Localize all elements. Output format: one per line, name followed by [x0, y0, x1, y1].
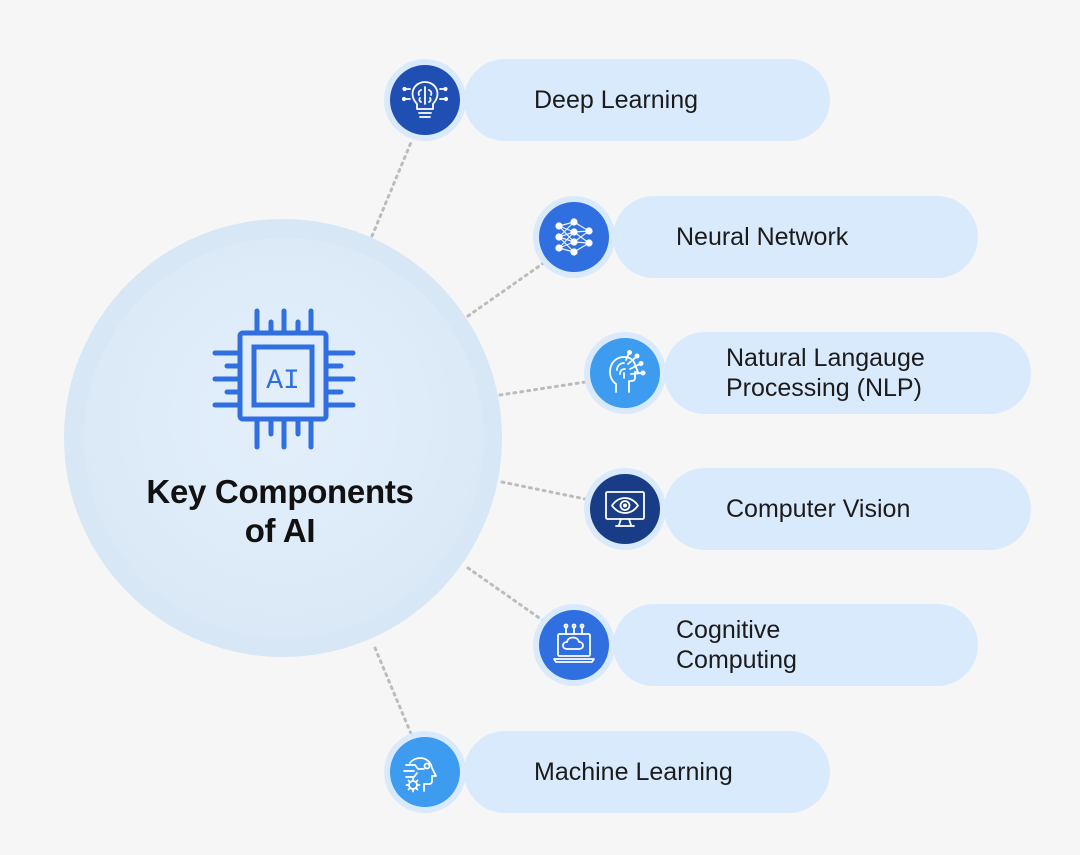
laptop-cloud-icon	[553, 623, 595, 663]
component-pill	[664, 468, 1031, 550]
component-badge	[390, 737, 460, 807]
head-gear-icon	[403, 757, 437, 793]
connector-deep-learning	[370, 138, 414, 238]
component-label: Computer Vision	[726, 495, 911, 523]
component-label: Neural Network	[676, 223, 849, 251]
component-pill	[464, 731, 830, 813]
component-pill	[613, 196, 978, 278]
monitor-eye-icon	[605, 491, 645, 527]
head-brain-icon	[609, 350, 646, 393]
component-neural-network: Neural Network	[533, 196, 978, 278]
component-pill	[464, 59, 830, 141]
ai-chip-icon: AI	[212, 308, 356, 450]
component-label: Cognitive Computing	[676, 616, 797, 674]
component-label: Deep Learning	[534, 86, 699, 114]
component-machine-learning: Machine Learning	[384, 731, 830, 813]
chip-label: AI	[266, 366, 300, 397]
component-badge	[539, 610, 609, 680]
center-title-line2: of AI	[244, 512, 316, 549]
component-badge	[590, 474, 660, 544]
neural-network-icon	[555, 218, 593, 256]
center-title-line1: Key Components	[146, 473, 414, 510]
connector-cognitive-computing	[466, 566, 547, 624]
component-pill	[613, 604, 978, 686]
connector-nlp	[498, 379, 594, 397]
component-badge	[390, 65, 460, 135]
connector-machine-learning	[373, 646, 414, 738]
component-computer-vision: Computer Vision	[584, 468, 1031, 550]
connector-neural-network	[466, 260, 547, 318]
brain-lightbulb-icon	[402, 81, 448, 118]
component-label: Machine Learning	[534, 758, 733, 786]
component-pill	[664, 332, 1031, 414]
component-badge	[590, 338, 660, 408]
component-cognitive-computing: Cognitive Computing	[533, 604, 978, 686]
component-badge	[539, 202, 609, 272]
connector-computer-vision	[500, 480, 592, 502]
component-deep-learning: Deep Learning	[384, 59, 830, 141]
component-nlp: Natural Langauge Processing (NLP)	[584, 332, 1031, 414]
center-title: Key Components of AI	[100, 472, 460, 550]
component-label: Natural Langauge Processing (NLP)	[726, 344, 925, 402]
